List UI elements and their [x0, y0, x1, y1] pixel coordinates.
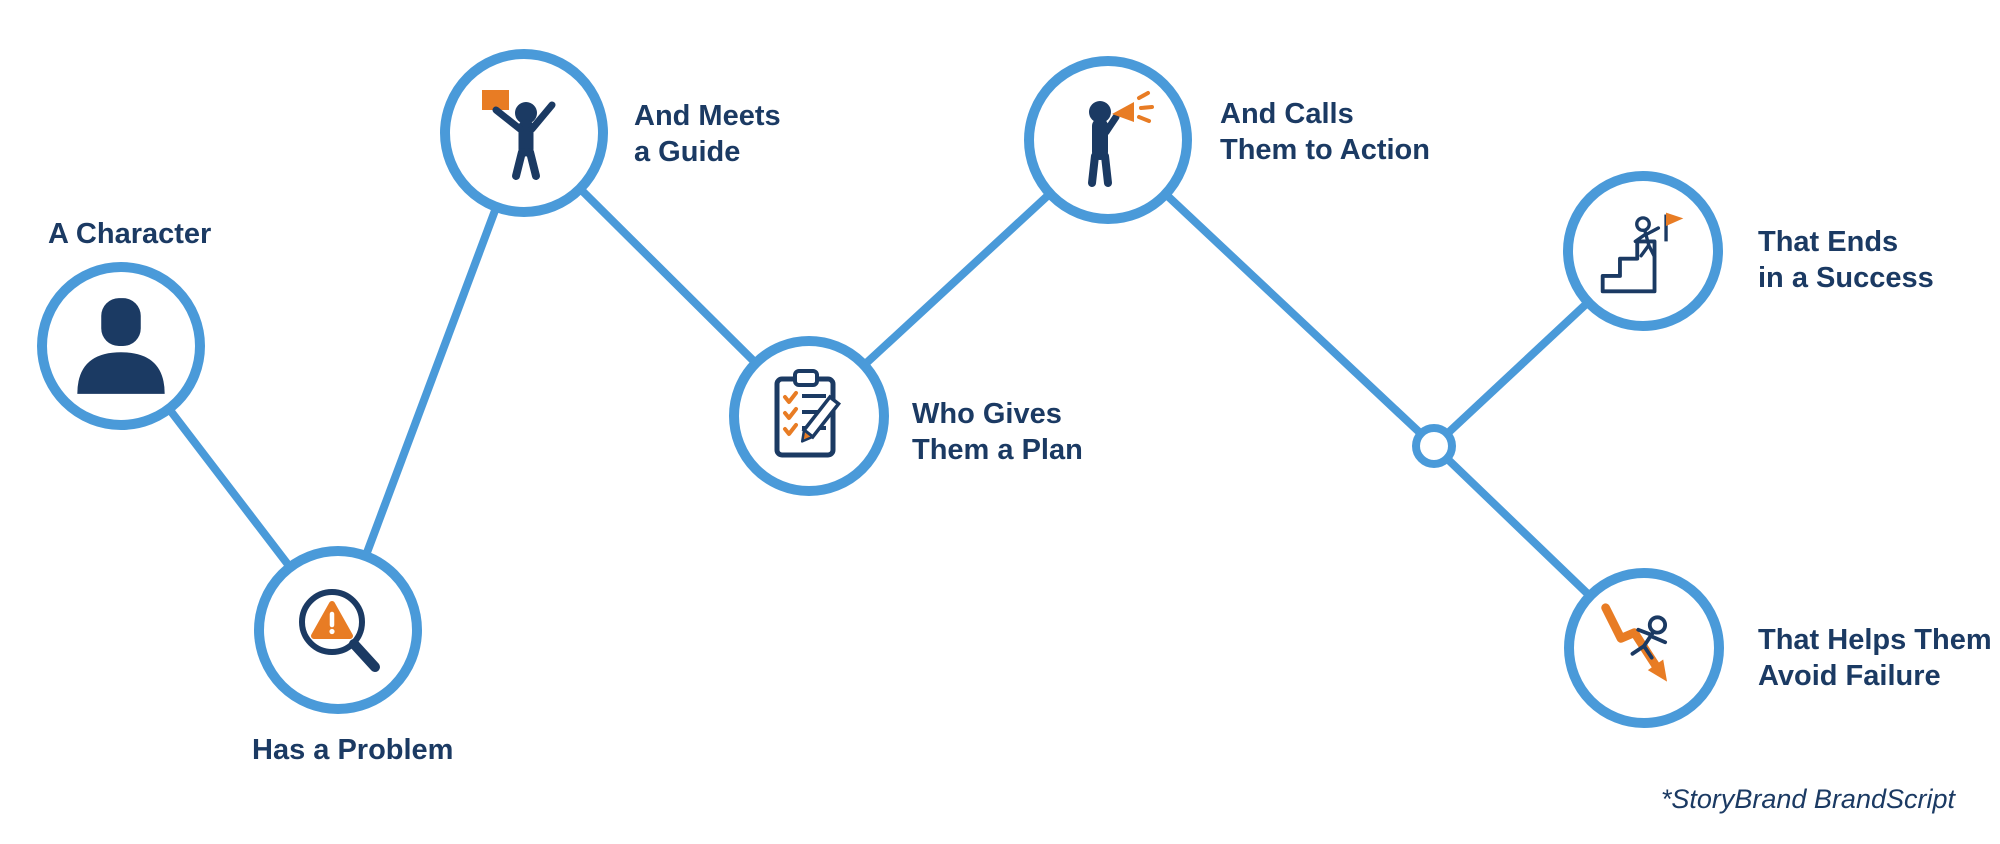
label-character: A Character — [48, 216, 211, 252]
label-problem: Has a Problem — [252, 732, 453, 768]
magnifier-warning-icon — [299, 589, 380, 672]
label-line: And Meets — [634, 100, 781, 132]
label-line: A Character — [48, 218, 212, 250]
connector-line — [334, 131, 528, 632]
label-line: That Helps Them — [1758, 624, 1992, 656]
node-success — [1563, 171, 1723, 331]
label-line: And Calls — [1220, 98, 1354, 130]
node-failure — [1564, 568, 1724, 728]
label-line: in a Success — [1758, 262, 1934, 294]
label-guide: And Meets a Guide — [634, 98, 781, 170]
node-guide — [440, 49, 608, 217]
megaphone-person-icon — [1088, 91, 1154, 187]
flag-person-icon — [482, 90, 556, 180]
label-plan: Who Gives Them a Plan — [912, 396, 1083, 468]
summit-flag-icon — [1600, 212, 1684, 294]
clipboard-checklist-icon — [774, 369, 842, 458]
person-icon — [77, 298, 165, 394]
label-line: Has a Problem — [252, 734, 454, 766]
label-success: That Ends in a Success — [1758, 224, 1934, 296]
label-line: a Guide — [634, 136, 741, 168]
label-line: Them to Action — [1220, 134, 1430, 166]
label-line: Them a Plan — [912, 434, 1083, 466]
label-line: That Ends — [1758, 226, 1899, 258]
node-character — [37, 262, 205, 430]
label-action: And Calls Them to Action — [1220, 96, 1430, 168]
node-plan — [729, 336, 889, 496]
junction-node — [1412, 424, 1456, 468]
footnote: *StoryBrand BrandScript — [1660, 784, 1955, 814]
falling-person-icon — [1601, 603, 1668, 682]
node-problem — [254, 546, 422, 714]
label-line: Who Gives — [912, 398, 1062, 430]
node-action — [1024, 56, 1192, 224]
label-line: Avoid Failure — [1758, 660, 1941, 692]
label-failure: That Helps Them Avoid Failure — [1758, 622, 1992, 694]
